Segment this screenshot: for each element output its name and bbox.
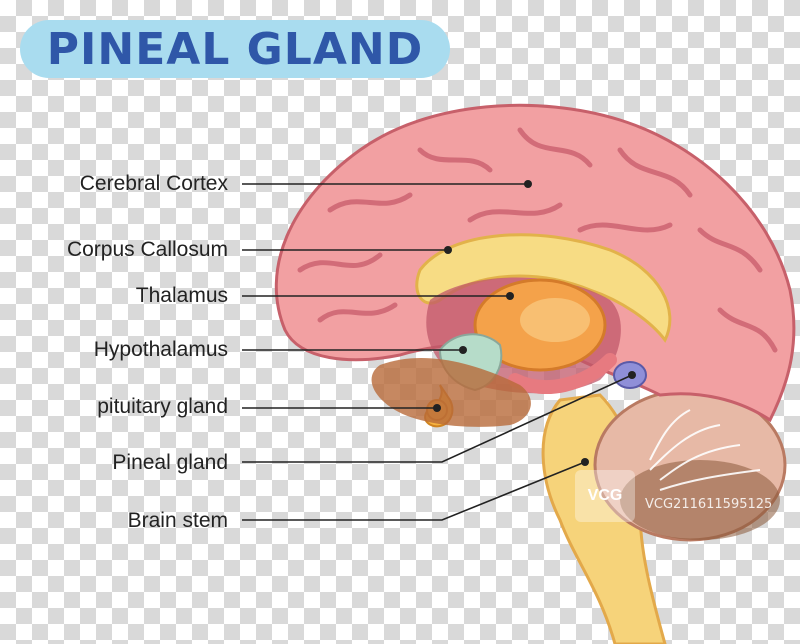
watermark-id: VCG211611595125 [645,497,773,512]
label-brain-stem: Brain stem [127,509,228,532]
label-thalamus: Thalamus [135,284,228,307]
watermark-badge: VCG [575,470,635,522]
cerebellum-folds [649,409,761,491]
label-pineal-gland: Pineal gland [112,451,228,474]
cortex-gyri [297,127,778,353]
label-corpus-callosum: Corpus Callosum [66,238,228,261]
fornix-shape [508,353,617,394]
title-banner: PINEAL GLAND [20,20,450,78]
label-cerebral-cortex: Cerebral Cortex [79,172,228,195]
page-title: PINEAL GLAND [46,23,424,75]
label-hypothalamus: Hypothalamus [93,338,228,361]
leader-dots [433,180,636,466]
label-pituitary-gland: pituitary gland [97,395,228,418]
thalamus-highlight [520,298,590,342]
leader-lines [242,183,633,521]
temporal-lobe-shape [371,357,531,427]
